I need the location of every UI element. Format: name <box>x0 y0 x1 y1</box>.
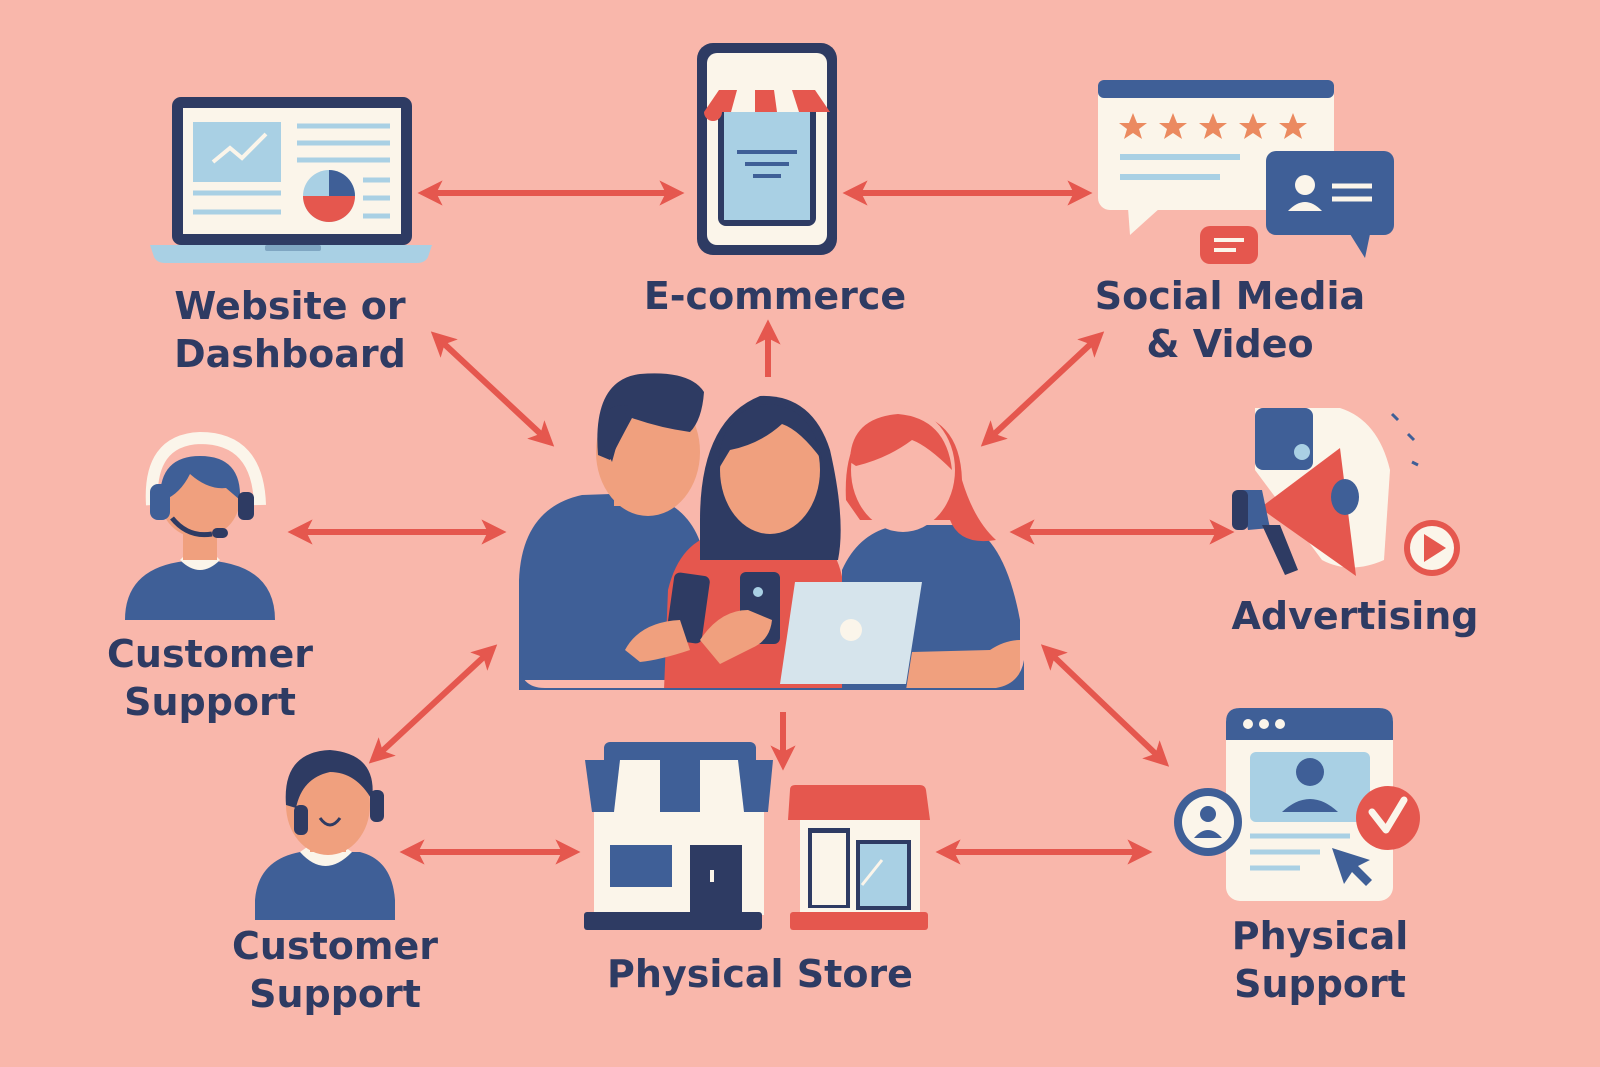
label-customer-support-bottom: Customer Support <box>232 924 438 1016</box>
label-website: Website or Dashboard <box>174 284 406 376</box>
connector-arrows <box>287 180 1235 865</box>
megaphone-icon <box>1232 408 1460 576</box>
label-social-media: Social Media & Video <box>1094 274 1366 366</box>
people-with-devices-icon <box>519 373 1024 690</box>
arrow-center-physical-support <box>1040 644 1170 767</box>
laptop-dashboard-icon <box>150 97 432 263</box>
arrow-website-center <box>430 331 555 447</box>
smartphone-shop-icon <box>697 43 837 255</box>
chat-review-icon <box>1098 80 1394 264</box>
profile-check-icon <box>1174 708 1420 901</box>
arrow-social-center <box>980 331 1105 447</box>
storefront-icon <box>584 742 930 930</box>
label-physical-support: Physical Support <box>1231 914 1409 1006</box>
label-advertising: Advertising <box>1231 594 1479 638</box>
arrow-center-agent <box>368 644 498 764</box>
agent-person-icon <box>255 750 395 920</box>
label-physical-store: Physical Store <box>607 952 913 996</box>
headset-agent-icon <box>125 431 275 620</box>
label-ecommerce: E-commerce <box>643 274 907 318</box>
label-customer-support-left: Customer Support <box>107 632 313 724</box>
